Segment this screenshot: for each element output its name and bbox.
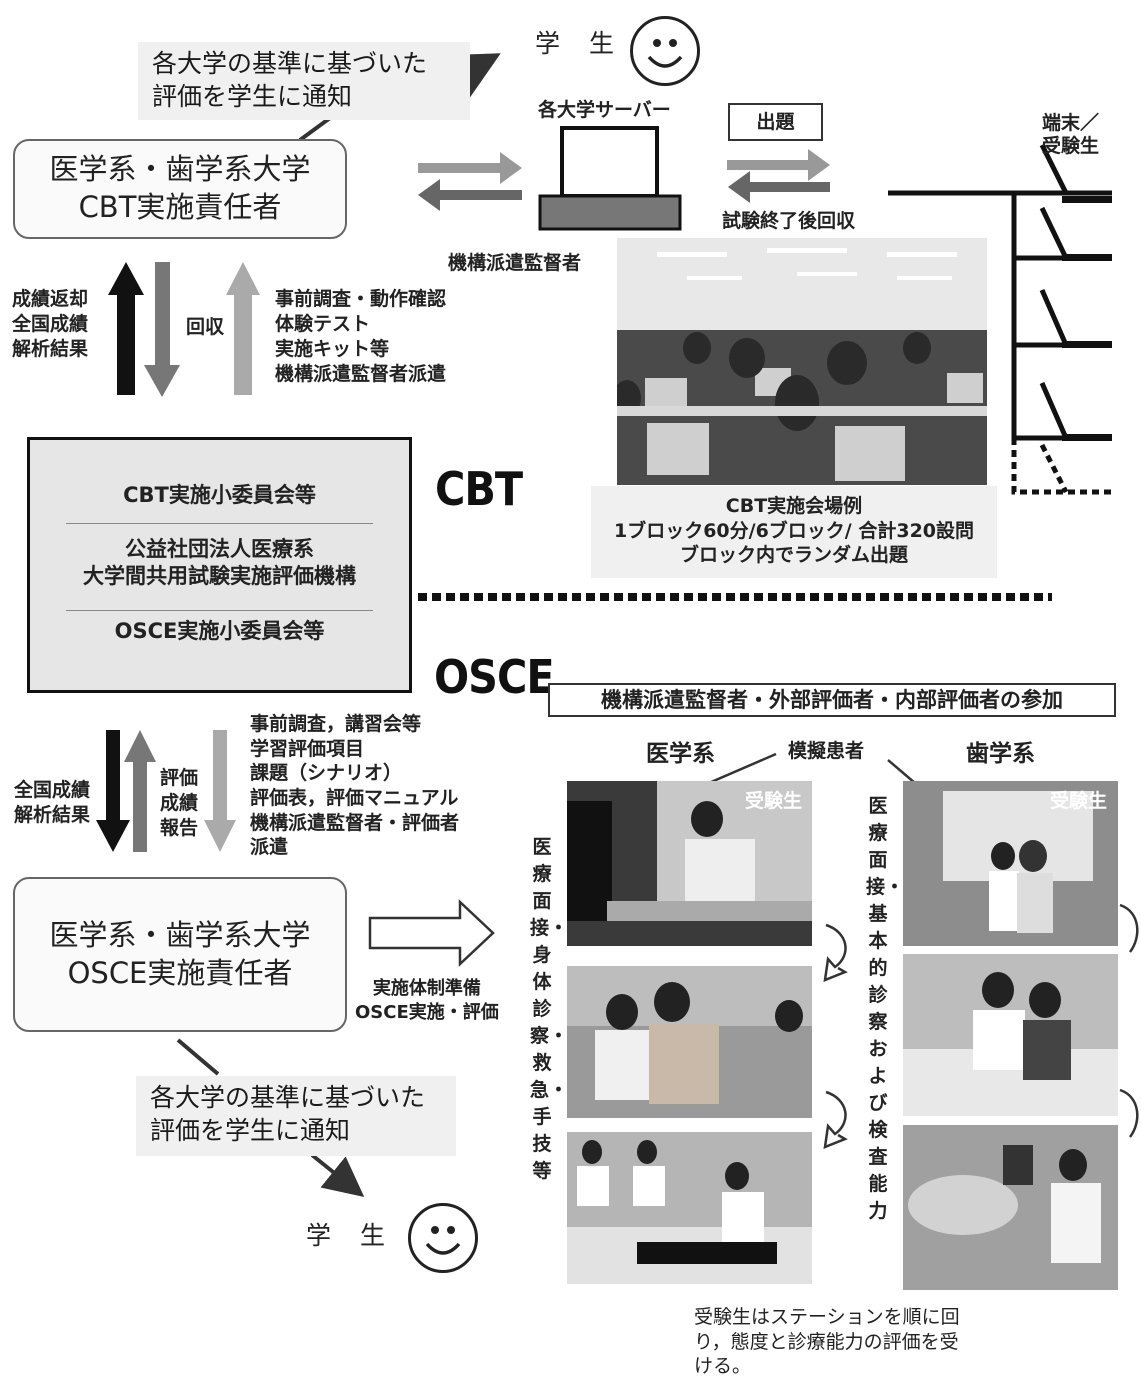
arrow-to-student-bottom [310, 1153, 365, 1198]
osce-vertical-arrows [96, 730, 236, 852]
osce-photo-physical-exam [567, 966, 812, 1118]
medical-label: 医学系 [646, 741, 715, 767]
osce-title: OSCE [434, 650, 555, 704]
cbt-venue-photo [617, 238, 987, 485]
osce-participation-box: 機構派遣監督者・外部評価者・内部評価者の参加 [548, 683, 1116, 717]
cbt-title: CBT [435, 462, 523, 516]
terminal-base-marks [1062, 196, 1112, 441]
center-box-divider-1 [66, 523, 373, 524]
server-terminal-arrows [727, 149, 830, 203]
cbt-right-label: 事前調査・動作確認 体験テスト 実施キット等 機構派遣監督者派遣 [275, 288, 447, 386]
osce-photo-emergency [567, 1132, 812, 1284]
dental-label: 歯学系 [966, 741, 1035, 767]
callout-notify-students-bottom: 各大学の基準に基づいた 評価を学生に通知 [136, 1076, 456, 1156]
smiley-icon-top [630, 16, 700, 86]
student-label-bottom: 学 生 [306, 1221, 388, 1250]
proctor-label: 機構派遣監督者 [448, 252, 582, 274]
simulated-patient-label: 模擬患者 [788, 740, 865, 762]
cbt-left-label: 成績返却 全国成績 解析結果 [12, 288, 89, 361]
cbt-vertical-arrows [108, 262, 260, 397]
collect-after-label: 試験終了後回収 [722, 210, 856, 232]
univ-server-arrows [418, 152, 522, 211]
osce-photo-dental-exam [903, 954, 1118, 1116]
rotation-arrows-med [823, 923, 848, 1149]
examinee-tag-medical: 受験生 [745, 790, 803, 812]
examinee-tag-dental: 受験生 [1050, 790, 1108, 812]
student-label-top: 学 生 [535, 29, 617, 58]
bottom-note: 受験生はステーションを順に回 り，態度と診療能力の評価を受 ける。 [694, 1306, 960, 1378]
osce-photo-dental-procedure [903, 1125, 1118, 1290]
callout-tail-bottom [176, 1038, 220, 1076]
osce-mid-label: 評価 成績 報告 [160, 767, 199, 840]
server-icon [538, 126, 682, 231]
cbt-university-box: 医学系・歯学系大学 CBT実施責任者 [13, 139, 347, 239]
center-box-line1: CBT実施小委員会等 [123, 483, 316, 507]
callout-notify-students-top: 各大学の基準に基づいた 評価を学生に通知 [138, 42, 470, 120]
smiley-icon-bottom [408, 1203, 478, 1273]
osce-photo-medical-interview [567, 781, 812, 946]
center-box-line2: 公益社団法人医療系 大学間共用試験実施評価機構 [83, 537, 356, 589]
center-box-line3: OSCE実施小委員会等 [114, 619, 325, 643]
terminal-label: 端末／ 受験生 [1042, 112, 1100, 157]
center-box-divider-2 [66, 610, 373, 611]
cbt-mid-label: 回収 [186, 316, 225, 338]
arrow-to-student-top [444, 53, 501, 100]
vertical-dental-text: 医療面接・基本的診察および検査能力 [866, 795, 905, 1222]
osce-university-box: 医学系・歯学系大学 OSCE実施責任者 [13, 877, 347, 1032]
osce-right-label: 事前調査，講習会等 学習評価項目 課題（シナリオ） 評価表，評価マニュアル 機構… [250, 713, 460, 859]
rotation-arrows-dent [1119, 903, 1139, 1138]
center-organization-box: CBT実施小委員会等 公益社団法人医療系 大学間共用試験実施評価機構 OSCE実… [27, 437, 412, 693]
exam-label-box: 出題 [728, 103, 823, 141]
osce-impl-arrow [368, 899, 495, 967]
vertical-medical-text: 医療面接・身体診察・救急・手技等 [530, 836, 569, 1182]
callout-tail-top [298, 116, 332, 142]
server-label: 各大学サーバー [538, 99, 671, 121]
osce-photo-dental-interview [903, 781, 1118, 946]
osce-left-label: 全国成績 解析結果 [14, 779, 91, 827]
cbt-venue-caption: CBT実施会場例 1ブロック60分/6ブロック/ 合計320設問 ブロック内でラ… [591, 486, 997, 578]
osce-impl-label: 実施体制準備 OSCE実施・評価 [355, 978, 499, 1024]
